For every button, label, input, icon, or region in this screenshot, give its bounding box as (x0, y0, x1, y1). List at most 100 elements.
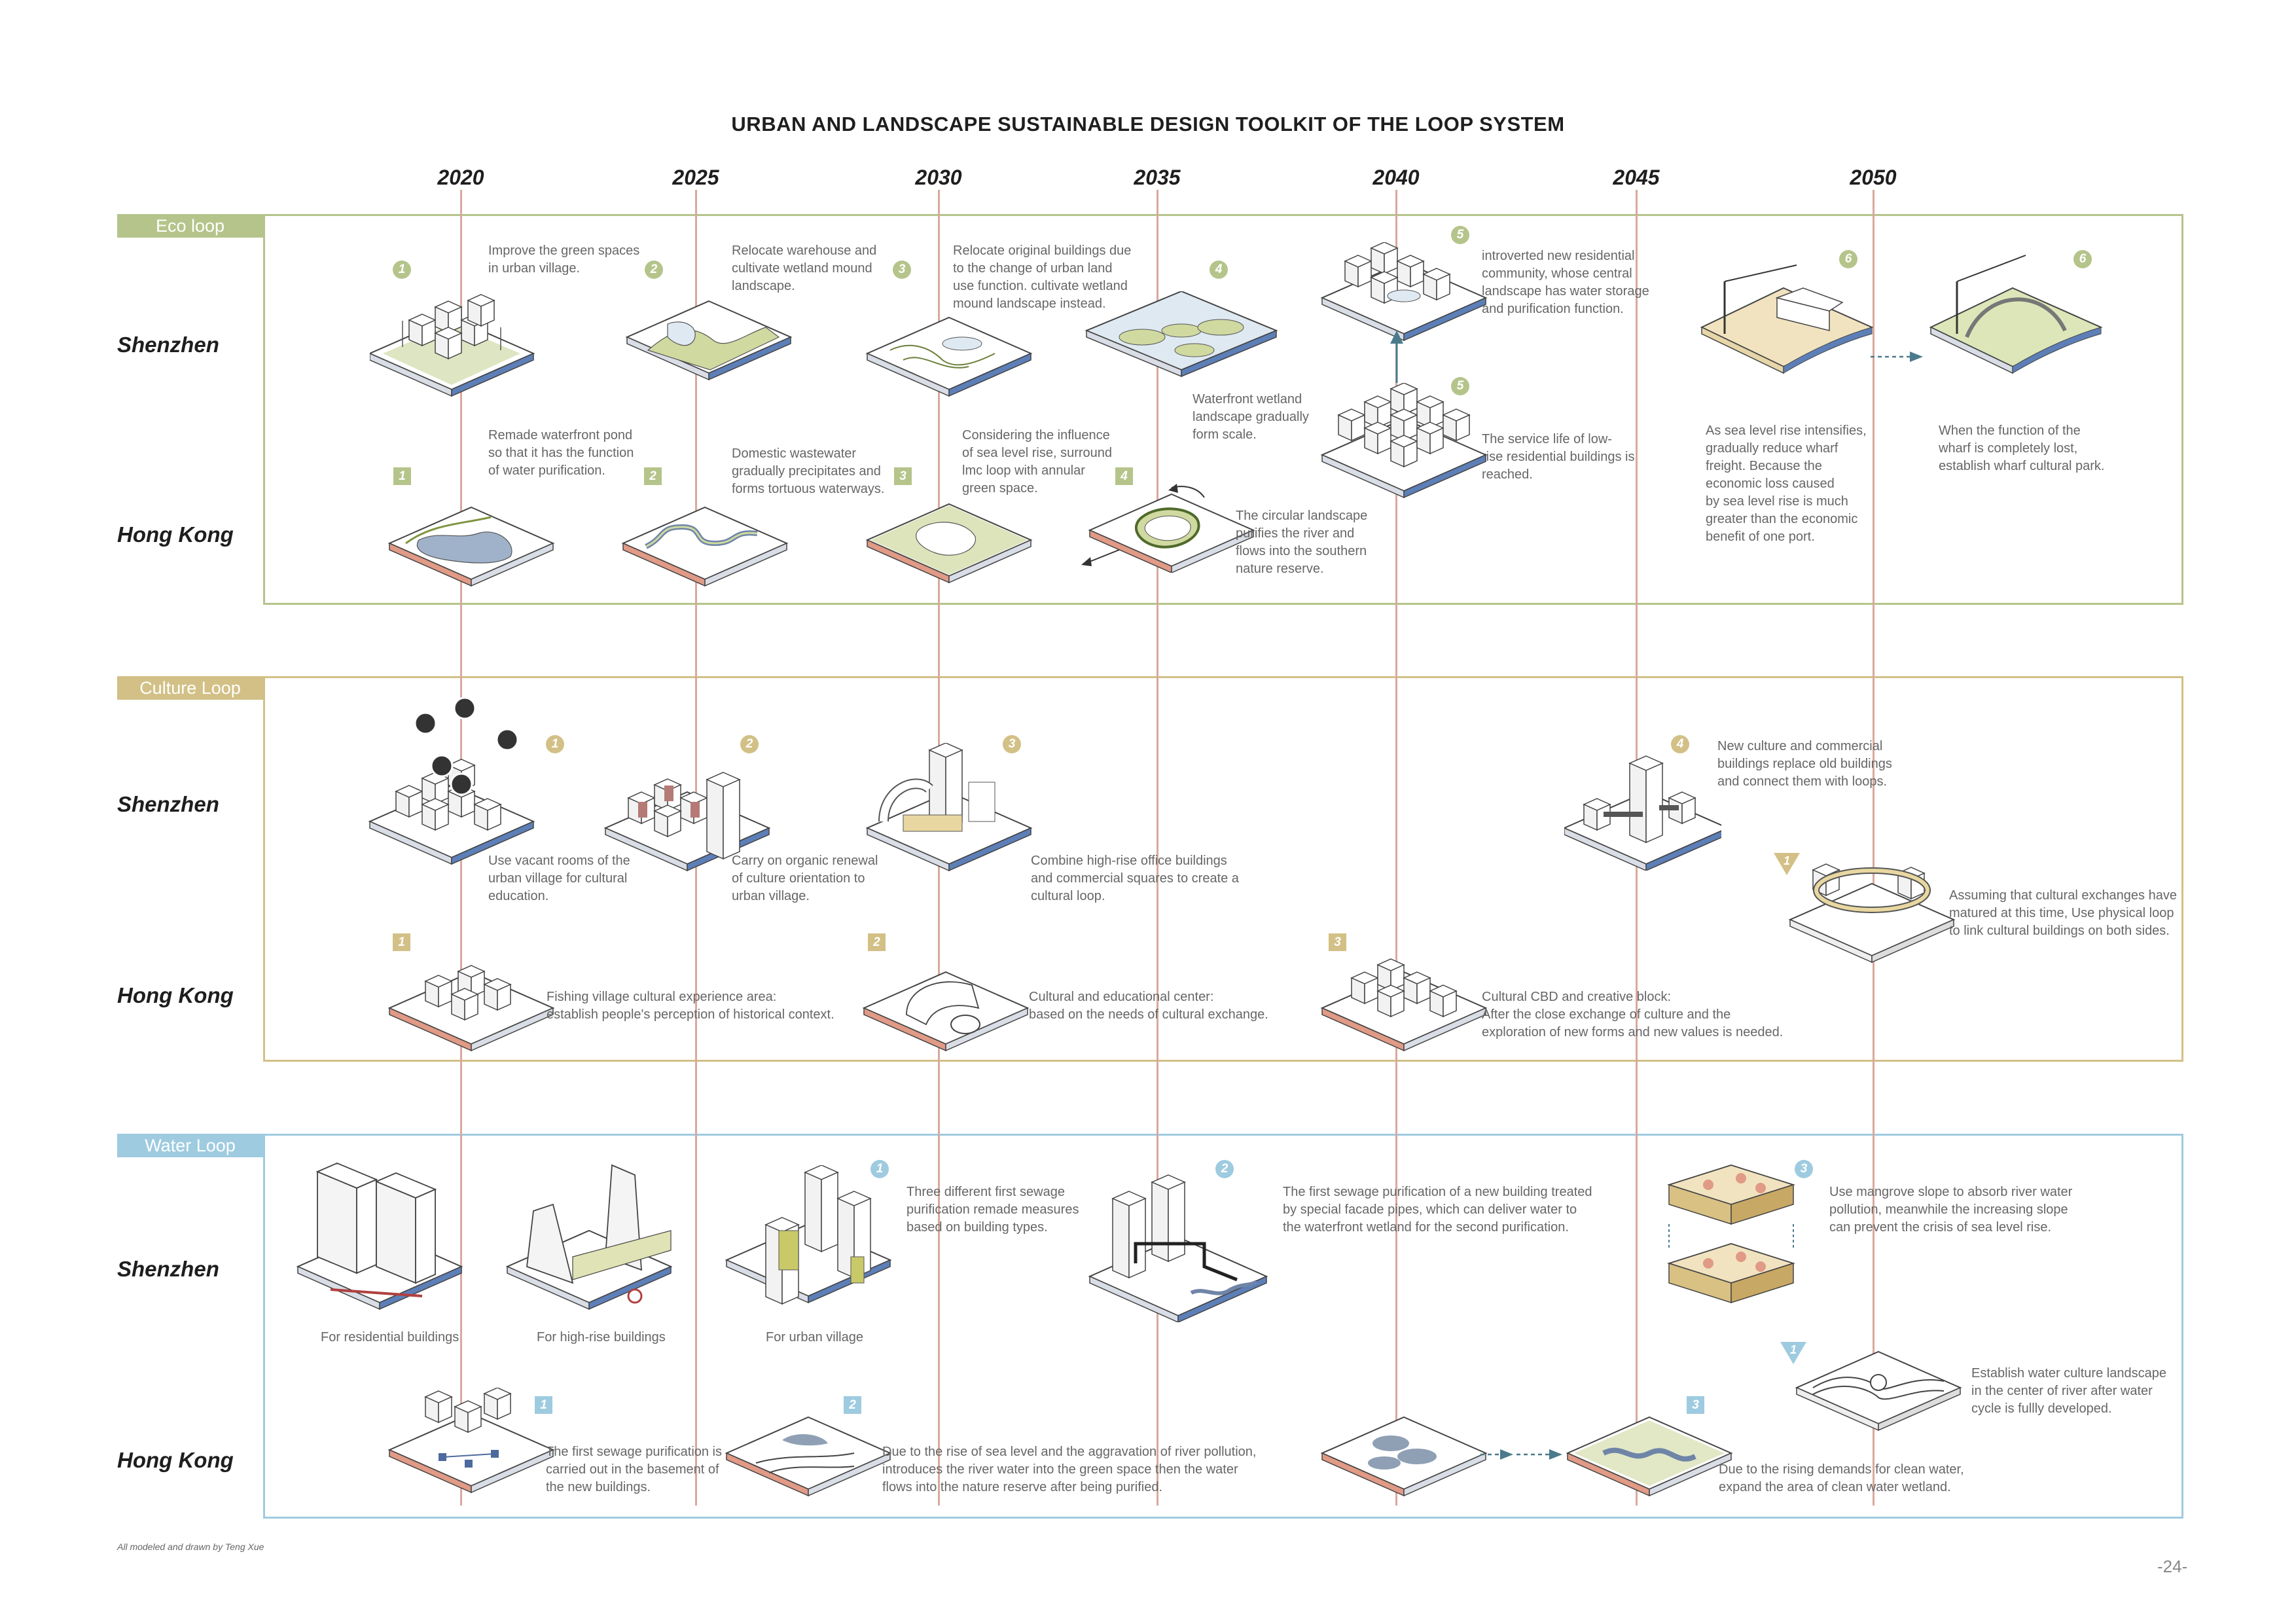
timeline-2050 (1873, 190, 1874, 1506)
eco-sz-step-5b-text: The service life of low- rise residentia… (1482, 432, 1635, 482)
water-sz-urban-village-illustration (726, 1165, 891, 1305)
arrow-right-icon (1871, 352, 1923, 362)
water-sz-mangrove-illustration (1667, 1164, 1795, 1304)
eco-sz-6a-wharf-illustration (1700, 264, 1874, 374)
eco-hk-4-circular-illustration (1081, 484, 1254, 573)
culture-hk-step-1-badge: 1 (393, 933, 410, 951)
water-hk-3-wetland-b-illustration (1567, 1416, 1732, 1496)
eco-hk-2-waterway-illustration (622, 507, 787, 586)
culture-hk-step-3-text: Cultural CBD and creative block: After t… (1482, 990, 1784, 1039)
row-label-hongkong-water: Hong Kong (117, 1448, 234, 1472)
row-label-hongkong-culture: Hong Kong (117, 983, 234, 1007)
culture-sz-step-2-text: Carry on organic renewal of culture orie… (732, 854, 878, 903)
water-sz-step-3-text: Use mangrove slope to absorb river water… (1829, 1185, 2073, 1235)
water-hk-step-3-badge: 3 (1687, 1396, 1704, 1414)
culture-sz-step-1-text: Use vacant rooms of the urban village fo… (488, 854, 630, 903)
eco-hk-step-1-text: Remade waterfront pond so that it has th… (488, 428, 634, 478)
eco-sz-step-4-badge: 4 (1210, 261, 1228, 279)
water-hk-step-1-badge: 1 (535, 1396, 552, 1414)
eco-sz-5b-residential-illustration (1321, 383, 1486, 498)
culture-loop-tag: Culture Loop (117, 676, 263, 700)
culture-sz-step-2-badge: 2 (740, 735, 759, 753)
year-2030: 2030 (915, 166, 962, 189)
page-number: -24- (2157, 1557, 2188, 1576)
eco-sz-step-1-text: Improve the green spaces in urban villag… (488, 244, 640, 276)
eco-sz-2-wetland-illustration (626, 300, 791, 380)
eco-sz-step-6a-text: As sea level rise intensifies, gradually… (1706, 424, 1867, 544)
eco-hk-step-3-text: Considering the influence of sea level r… (962, 428, 1113, 496)
year-2020: 2020 (437, 166, 484, 189)
culture-hk-3-cbd-illustration (1321, 958, 1486, 1051)
culture-hk-step-1-text: Fishing village cultural experience area… (547, 990, 834, 1022)
culture-hk-1-fishing-village-illustration (389, 965, 554, 1051)
culture-sz-3-office-loop-illustration (867, 743, 1031, 871)
eco-sz-step-5a-badge: 5 (1451, 226, 1469, 244)
water-hk-wetland-a-illustration (1321, 1416, 1486, 1496)
culture-sz-step-4-text: New culture and commercial buildings rep… (1717, 739, 1892, 789)
water-sz-step-1-badge: 1 (870, 1160, 889, 1178)
water-sz-culture-landscape-illustration (1796, 1351, 1961, 1431)
eco-sz-6b-wharf-park-illustration (1929, 255, 2103, 374)
water-sz-step-1b-text: Establish water culture landscape in the… (1971, 1366, 2166, 1416)
eco-sz-step-4-text: Waterfront wetland landscape gradually f… (1193, 392, 1309, 442)
culture-sz-2-renewal-illustration (605, 772, 770, 871)
eco-hk-1-pond-illustration (389, 507, 554, 586)
culture-sz-step-3-text: Combine high-rise office buildings and c… (1031, 854, 1239, 903)
culture-sz-1-education-illustration (369, 696, 534, 865)
water-hk-1-basement-illustration (389, 1388, 554, 1493)
water-sz-step-1b-num: 1 (1789, 1343, 1797, 1356)
eco-hk-step-2-badge: 2 (644, 467, 662, 485)
water-sz-highrise-caption: For high-rise buildings (537, 1330, 666, 1344)
eco-sz-step-6b-badge: 6 (2073, 250, 2092, 268)
eco-sz-step-2-text: Relocate warehouse and cultivate wetland… (732, 244, 877, 293)
water-hk-step-2-text: Due to the rise of sea level and the agg… (882, 1445, 1257, 1494)
year-2050: 2050 (1850, 166, 1897, 189)
eco-sz-step-6b-text: When the function of the wharf is comple… (1939, 424, 2105, 473)
eco-sz-1-village-illustration (370, 294, 534, 397)
eco-sz-step-3-text: Relocate original buildings due to the c… (953, 244, 1132, 311)
water-sz-facade-pipe-illustration (1088, 1174, 1268, 1322)
arrow-right-icon (1480, 1449, 1562, 1460)
eco-loop-tag: Eco loop (117, 214, 263, 238)
culture-sz-5-physical-loop-illustration (1789, 863, 1954, 963)
water-sz-step-1-text: Three different first sewage purificatio… (906, 1185, 1079, 1235)
water-sz-step-2-text: The first sewage purification of a new b… (1283, 1185, 1592, 1235)
timeline-2040 (1395, 190, 1397, 1506)
culture-sz-step-4-badge: 4 (1671, 735, 1689, 753)
water-hk-2-river-green-illustration (726, 1416, 891, 1496)
water-hk-step-1-text: The first sewage purification is carried… (546, 1445, 723, 1494)
water-sz-urban-village-caption: For urban village (766, 1330, 863, 1344)
year-2025: 2025 (672, 166, 719, 189)
culture-sz-step-3-badge: 3 (1003, 735, 1021, 753)
eco-hk-3-annular-illustration (867, 503, 1031, 583)
water-sz-residential-caption: For residential buildings (321, 1330, 459, 1344)
eco-hk-step-4-badge: 4 (1115, 467, 1133, 485)
timeline-2035 (1157, 190, 1158, 1506)
credit-note: All modeled and drawn by Teng Xue (117, 1542, 264, 1552)
water-sz-step-1b-badge: 1 (1780, 1342, 1806, 1364)
eco-sz-step-2-badge: 2 (645, 261, 663, 279)
culture-sz-step-1b-text: Assuming that cultural exchanges have ma… (1949, 888, 2177, 938)
culture-sz-step-1b-num: 1 (1783, 854, 1790, 867)
culture-hk-step-3-badge: 3 (1329, 933, 1346, 951)
water-loop-section (263, 1134, 2183, 1519)
water-sz-step-2-badge: 2 (1215, 1160, 1234, 1178)
water-hk-step-3-text: Due to the rising demands for clean wate… (1719, 1462, 1964, 1494)
water-sz-step-3-badge: 3 (1795, 1160, 1813, 1178)
culture-sz-step-1b-badge: 1 (1774, 853, 1800, 875)
culture-sz-4-commercial-illustration (1564, 755, 1721, 871)
row-label-hongkong-eco: Hong Kong (117, 522, 234, 547)
eco-sz-step-3-badge: 3 (893, 261, 911, 279)
row-label-shenzhen-culture: Shenzhen (117, 792, 219, 816)
water-sz-highrise-illustration (507, 1164, 672, 1310)
arrow-up-icon (1390, 331, 1403, 383)
eco-hk-step-4-text: The circular landscape purifies the rive… (1236, 509, 1368, 576)
eco-sz-3-mound-illustration (867, 317, 1031, 397)
year-2040: 2040 (1372, 166, 1420, 189)
water-hk-step-2-badge: 2 (844, 1396, 861, 1414)
water-sz-residential-illustration (297, 1163, 462, 1310)
eco-loop-section (263, 214, 2183, 605)
culture-hk-step-2-badge: 2 (868, 933, 886, 951)
year-2035: 2035 (1134, 166, 1181, 189)
culture-sz-step-1-badge: 1 (546, 735, 564, 753)
